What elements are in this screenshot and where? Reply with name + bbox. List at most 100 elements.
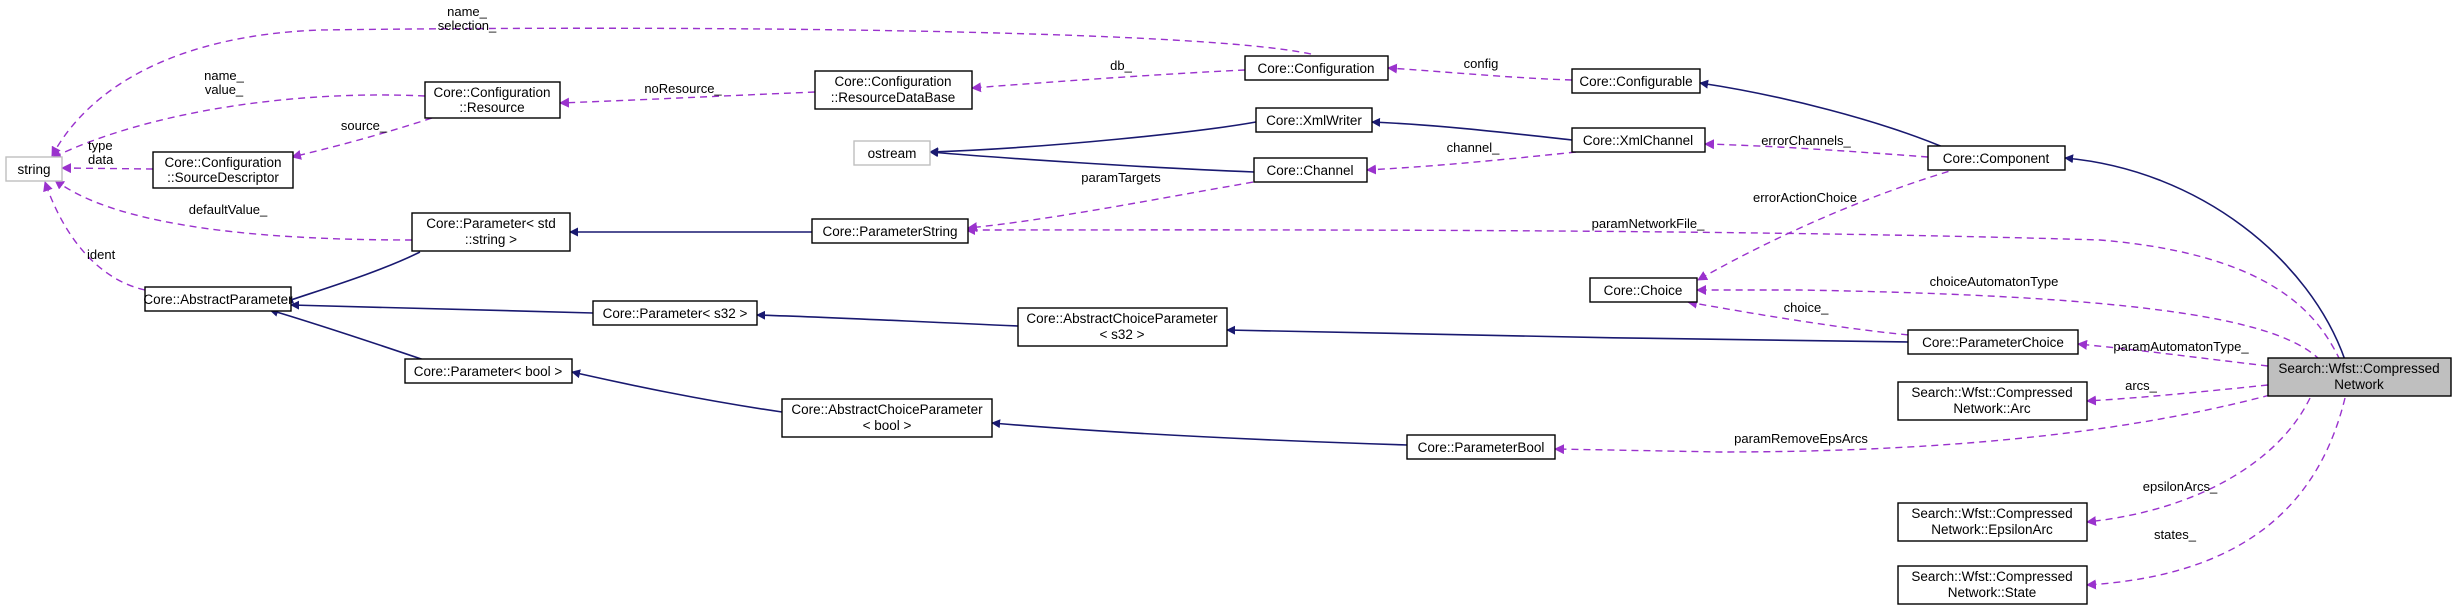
edge-inherit-xmlwriter-ostream <box>929 121 1257 157</box>
edge-label-type: type <box>88 138 113 153</box>
edge-use-resource-string-namevalue <box>51 94 426 159</box>
node-label: ::string > <box>465 232 517 247</box>
node-string[interactable]: string <box>5 156 63 182</box>
edge-use-parameterchoice-choice <box>1687 298 1921 337</box>
edge-use-network-choice <box>1696 285 2321 361</box>
edge-use-network-epsilonarc <box>2086 397 2311 527</box>
node-label: Search::Wfst::Compressed <box>2278 361 2439 376</box>
node-xml-channel[interactable]: Core::XmlChannel <box>1571 127 1706 153</box>
edge-label-choice-automaton-type: choiceAutomatonType <box>1930 274 2059 289</box>
edge-label-choice: choice_ <box>1784 300 1830 315</box>
node-label: Network <box>2334 377 2384 392</box>
edge-label-epsilon-arcs: epsilonArcs_ <box>2143 479 2218 494</box>
edge-use-network-arc <box>2086 384 2269 406</box>
edge-inherit-network-component <box>2064 154 2346 361</box>
edge-label-name: name_ <box>447 4 488 19</box>
edge-inherit-component-configurable <box>1699 79 1951 151</box>
edge-label-param-network-file: paramNetworkFile_ <box>1592 216 1705 231</box>
node-label: Core::ParameterChoice <box>1922 335 2064 350</box>
node-label: Search::Wfst::Compressed <box>1911 385 2072 400</box>
node-configuration-source-descriptor[interactable]: Core::Configuration ::SourceDescriptor <box>152 151 294 189</box>
node-parameter-choice[interactable]: Core::ParameterChoice <box>1907 329 2079 355</box>
node-parameter-bool[interactable]: Core::Parameter< bool > <box>404 358 573 384</box>
edge-labels: name_ selection_ name_ value_ type data … <box>87 4 2249 542</box>
edge-use-channel-parameterstring <box>967 179 1266 233</box>
node-ostream[interactable]: ostream <box>853 140 931 166</box>
edge-label-param-remove-eps-arcs: paramRemoveEpsArcs <box>1734 431 1868 446</box>
node-component[interactable]: Core::Component <box>1927 145 2066 171</box>
node-label: Core::Configuration <box>433 85 550 100</box>
node-parameter-string[interactable]: Core::ParameterString <box>811 218 969 244</box>
node-label: ::SourceDescriptor <box>167 170 279 185</box>
node-label: Network::Arc <box>1953 401 2031 416</box>
node-abstract-choice-parameter-s32[interactable]: Core::AbstractChoiceParameter < s32 > <box>1017 307 1228 347</box>
node-parameter-std-string[interactable]: Core::Parameter< std ::string > <box>411 212 571 252</box>
edge-use-resourcedb-resource <box>559 91 816 108</box>
node-label: Core::XmlChannel <box>1583 133 1693 148</box>
node-label: Core::Configuration <box>1257 61 1374 76</box>
edge-inherit-params32-abstractparameter <box>290 300 594 314</box>
node-label: Core::Component <box>1943 151 2050 166</box>
edge-use-configuration-string-selection <box>51 27 1312 157</box>
edge-label-channel: channel_ <box>1447 140 1501 155</box>
node-choice[interactable]: Core::Choice <box>1589 277 1698 303</box>
edge-inherit-xmlchannel-xmlwriter <box>1371 117 1573 141</box>
edge-label-param-automaton-type: paramAutomatonType_ <box>2113 339 2249 354</box>
node-label: Core::Parameter< s32 > <box>603 306 748 321</box>
edge-label-name: name_ <box>204 68 245 83</box>
node-configurable[interactable]: Core::Configurable <box>1571 68 1701 94</box>
edge-use-component-xmlchannel <box>1704 139 1929 158</box>
edge-inherit-abstractchoices32-params32 <box>756 310 1019 327</box>
node-label: Core::AbstractChoiceParameter <box>791 402 983 417</box>
edge-use-network-parameterchoice <box>2077 339 2269 367</box>
node-configuration-resource[interactable]: Core::Configuration ::Resource <box>424 81 561 119</box>
node-label: Search::Wfst::Compressed <box>1911 506 2072 521</box>
edge-use-paramstdstring-string <box>54 179 413 241</box>
node-label: Core::ParameterString <box>822 224 957 239</box>
node-abstract-choice-parameter-bool[interactable]: Core::AbstractChoiceParameter < bool > <box>781 398 993 438</box>
node-compressed-network-state[interactable]: Search::Wfst::Compressed Network::State <box>1897 565 2088 605</box>
node-label: Core::AbstractParameter <box>143 292 293 307</box>
node-compressed-network-arc[interactable]: Search::Wfst::Compressed Network::Arc <box>1897 381 2088 421</box>
node-abstract-parameter[interactable]: Core::AbstractParameter <box>143 286 293 312</box>
node-label: Core::Configurable <box>1579 74 1692 89</box>
edge-inherit-parameterchoice-abstractchoices32 <box>1226 325 1909 343</box>
node-xml-writer[interactable]: Core::XmlWriter <box>1255 107 1373 133</box>
nodes: string ostream Core::Configuration ::Res… <box>5 55 2452 605</box>
node-resource-database[interactable]: Core::Configuration ::ResourceDataBase <box>814 70 973 110</box>
node-label: ostream <box>868 146 917 161</box>
node-label: ::Resource <box>459 100 524 115</box>
edge-use-network-state <box>2086 397 2346 590</box>
edge-use-xmlchannel-channel <box>1366 151 1577 175</box>
node-channel[interactable]: Core::Channel <box>1253 157 1368 183</box>
edge-inherit-parameterbool-abstractchoicebool <box>991 419 1408 446</box>
node-label: Core::Configuration <box>834 74 951 89</box>
edge-use-configurable-configuration <box>1387 63 1573 81</box>
node-parameter-bool-core[interactable]: Core::ParameterBool <box>1406 434 1556 460</box>
edge-label-value: value_ <box>205 82 244 97</box>
node-label: Core::Choice <box>1604 283 1683 298</box>
node-label: Core::XmlWriter <box>1266 113 1362 128</box>
node-configuration[interactable]: Core::Configuration <box>1244 55 1389 81</box>
node-parameter-s32[interactable]: Core::Parameter< s32 > <box>592 300 758 326</box>
edge-label-param-targets: paramTargets <box>1081 170 1161 185</box>
edge-use-network-parameterstring <box>965 224 2341 361</box>
edge-use-network-parameterbool <box>1554 394 2271 455</box>
node-label: Core::AbstractChoiceParameter <box>1026 311 1218 326</box>
node-label: string <box>17 162 50 177</box>
node-label: < s32 > <box>1099 327 1144 342</box>
edge-label-no-resource: noResource_ <box>644 81 722 96</box>
edge-use-configuration-resourcedb <box>971 69 1246 93</box>
node-label: Core::ParameterBool <box>1418 440 1545 455</box>
edge-label-error-action-choice: errorActionChoice <box>1753 190 1857 205</box>
node-label: Search::Wfst::Compressed <box>1911 569 2072 584</box>
edge-label-config: config <box>1464 56 1499 71</box>
node-label: Core::Parameter< bool > <box>414 364 563 379</box>
node-label: Network::State <box>1948 585 2037 600</box>
edge-inherit-paramstdstring-abstractparameter <box>284 251 421 304</box>
edge-use-abstractparameter-string <box>43 181 146 291</box>
node-compressed-network[interactable]: Search::Wfst::Compressed Network <box>2267 357 2452 397</box>
node-compressed-network-epsilon-arc[interactable]: Search::Wfst::Compressed Network::Epsilo… <box>1897 502 2088 542</box>
node-label: Network::EpsilonArc <box>1931 522 2053 537</box>
edge-label-db: db_ <box>1110 58 1132 73</box>
